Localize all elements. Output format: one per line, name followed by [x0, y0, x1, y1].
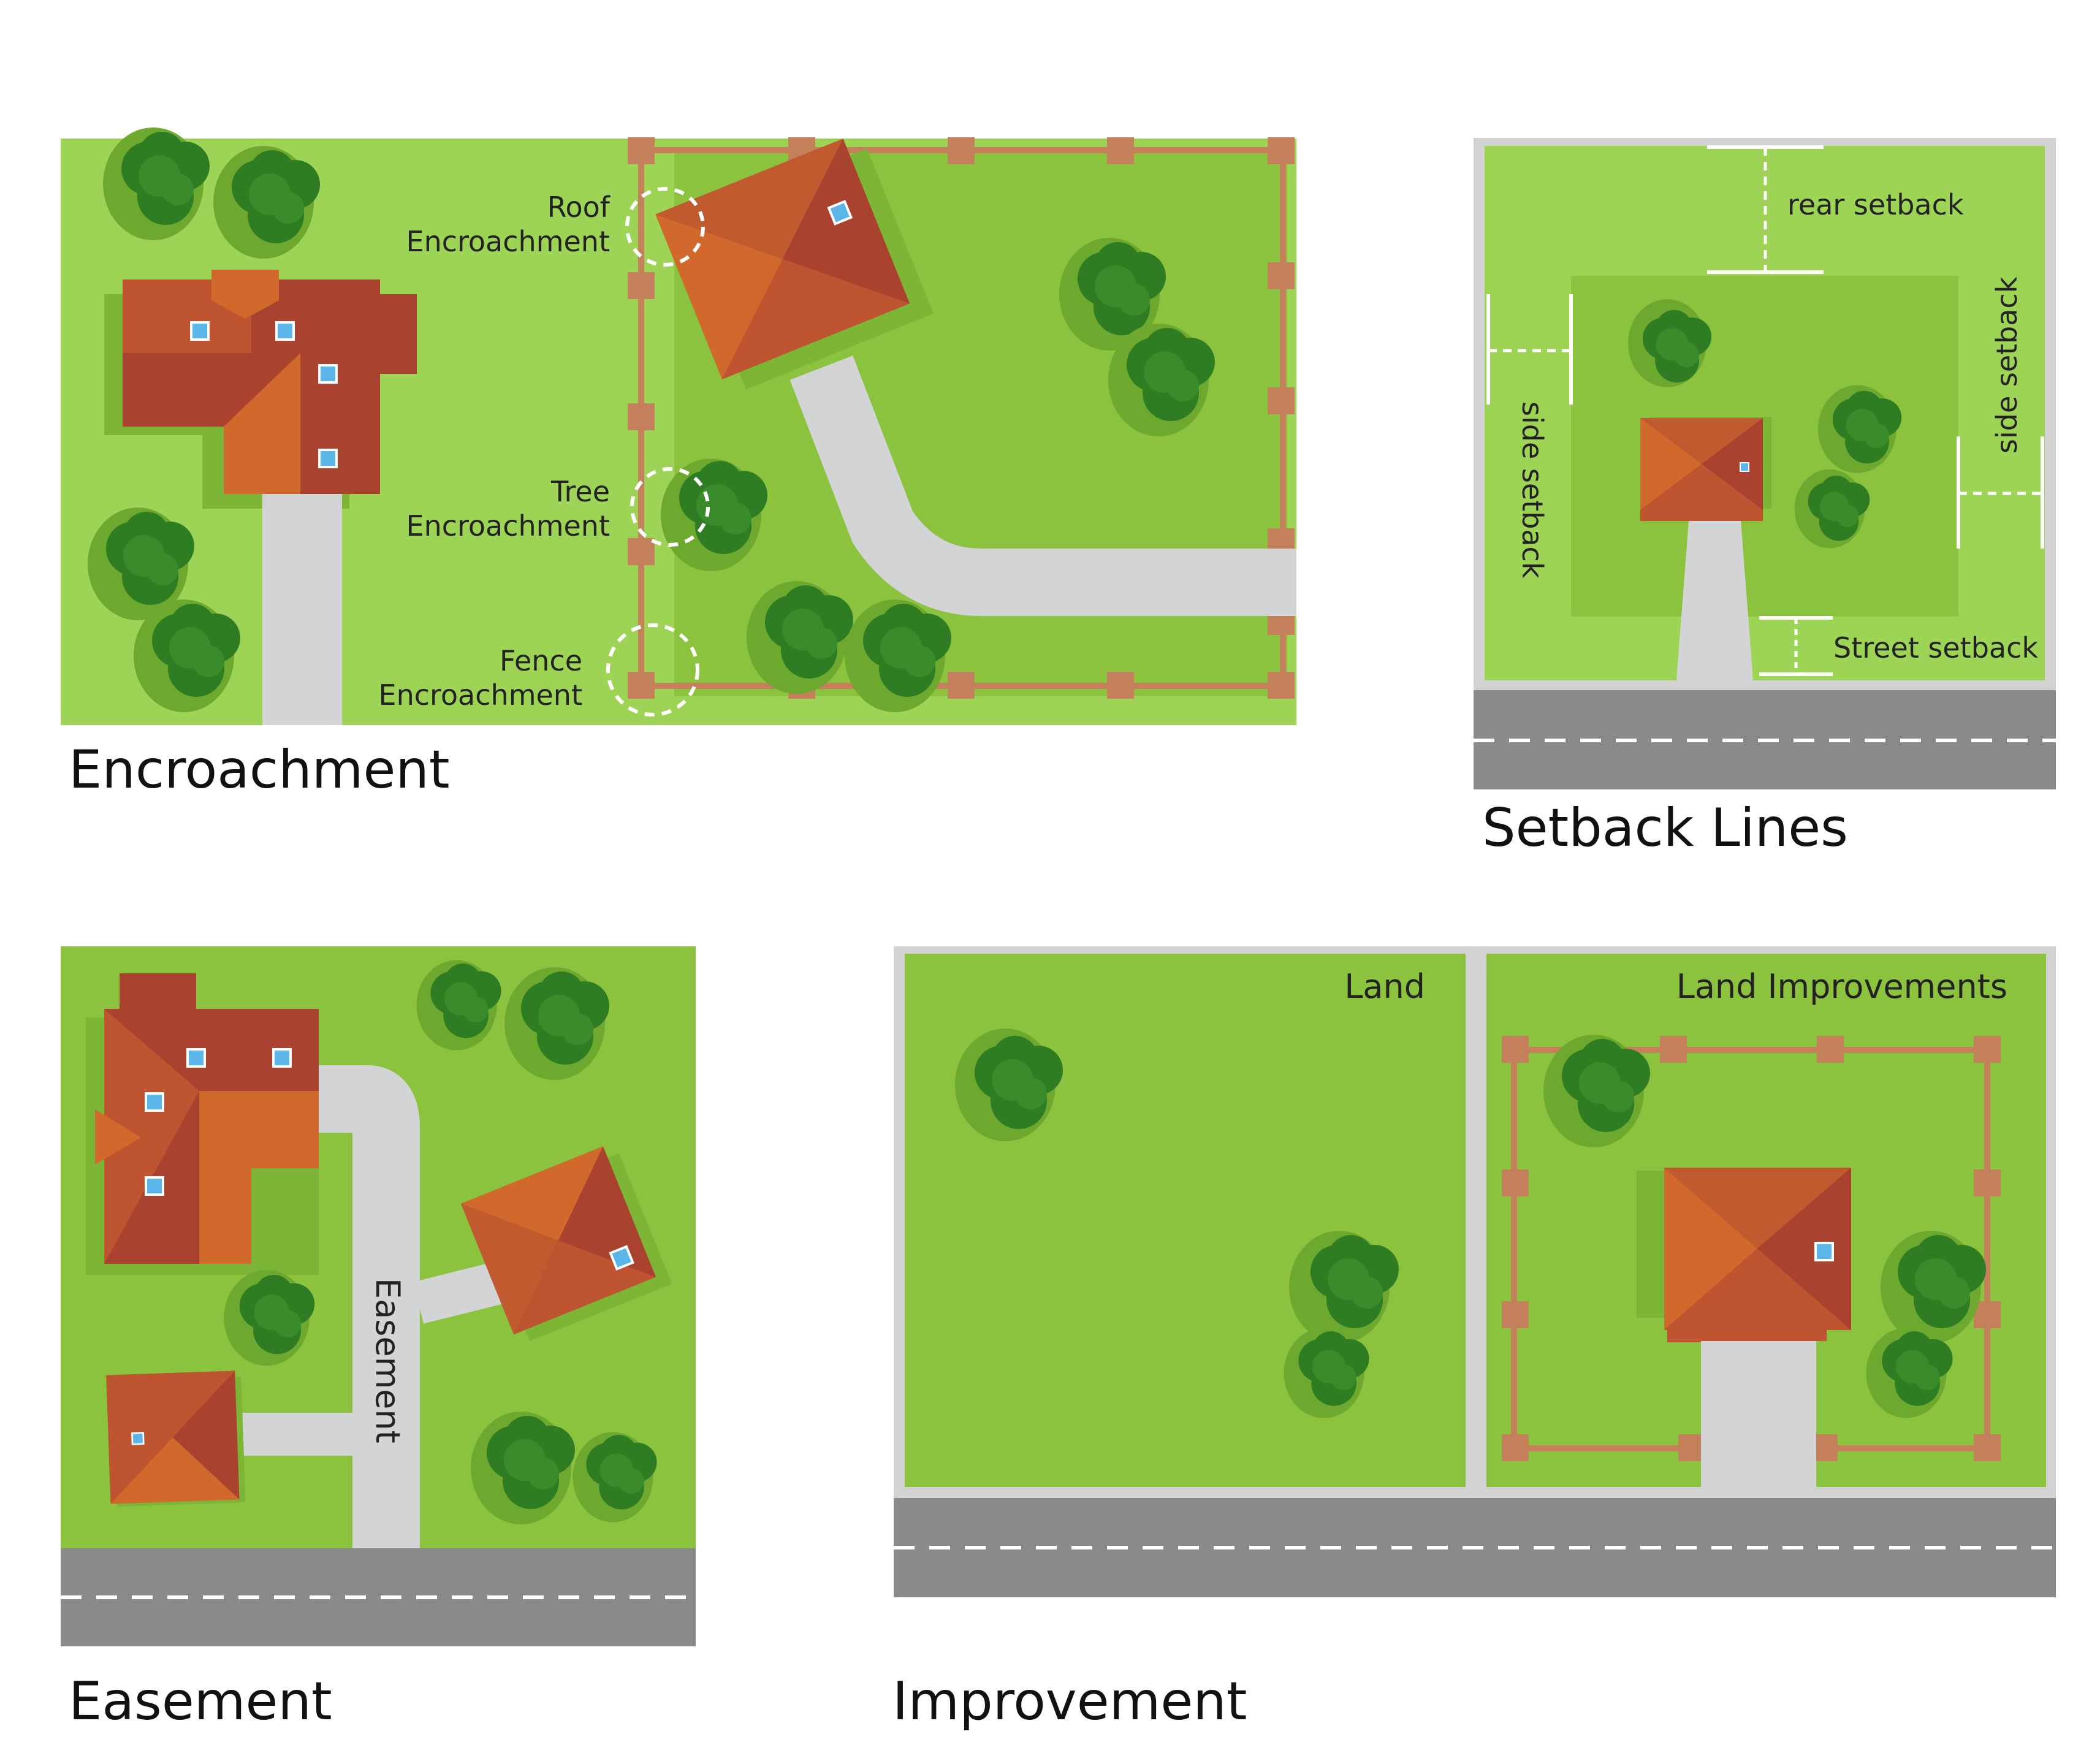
- easement-road: [61, 1548, 696, 1646]
- driveway-left: [262, 494, 342, 725]
- driveway-curve: [789, 355, 1296, 616]
- land-label: Land: [1344, 967, 1425, 1006]
- improvement-fence: [1502, 1036, 2001, 1461]
- side-setback-right-label: side setback: [1990, 276, 2023, 454]
- fence-label-line2: Encroachment: [379, 679, 583, 712]
- rear-setback-label: rear setback: [1787, 188, 1964, 221]
- roof-label-line1: Roof: [547, 191, 611, 224]
- improvement-driveway: [1701, 1341, 1816, 1487]
- skylight-icon: [1740, 462, 1749, 472]
- setback-driveway: [1676, 521, 1753, 680]
- tree-label-line2: Encroachment: [406, 509, 611, 542]
- fence-encroachment-circle: [606, 623, 699, 717]
- easement-house-rotated: [461, 1146, 672, 1342]
- skylight-icon: [275, 321, 295, 341]
- house-setback: [1640, 417, 1771, 521]
- chimney: [374, 294, 417, 374]
- land-improvements-label: Land Improvements: [1676, 967, 2007, 1006]
- easement-path-label: Easement: [368, 1278, 407, 1443]
- tree-encroachment-circle: [630, 467, 710, 547]
- roof-encroachment-circle: [625, 187, 705, 267]
- easement-panel: Easement Easement: [61, 946, 696, 1732]
- skylight-icon: [318, 364, 338, 384]
- encroachment-title: Encroachment: [69, 739, 450, 800]
- skylight-icon: [145, 1176, 164, 1196]
- roof-label-line2: Encroachment: [406, 225, 611, 258]
- fence: [628, 137, 1295, 699]
- skylight-icon: [190, 321, 210, 341]
- skylight-icon: [186, 1048, 206, 1068]
- easement-path: [319, 1065, 420, 1552]
- fence-label-line1: Fence: [500, 644, 582, 677]
- easement-house-large: [86, 973, 319, 1275]
- house-encroaching: [655, 139, 934, 390]
- skylight-icon: [1814, 1242, 1834, 1261]
- setback-panel: rear setback side setback side setback S…: [1474, 138, 2056, 859]
- skylight-icon: [272, 1048, 292, 1068]
- tree-label-line1: Tree: [550, 475, 610, 508]
- encroachment-panel: Roof Encroachment Tree Encroachment Fenc…: [61, 127, 1296, 800]
- setback-markers: [1486, 145, 2044, 676]
- improvement-house: [1637, 1168, 1851, 1342]
- easement-title: Easement: [69, 1671, 332, 1732]
- improvement-panel: Land Land Improvements Improvement: [892, 946, 2056, 1732]
- easement-path-branch-lower: [227, 1413, 398, 1456]
- street-setback-label: Street setback: [1833, 631, 2038, 664]
- house-left: [104, 270, 417, 509]
- skylight-icon: [318, 449, 338, 468]
- skylight-icon: [145, 1092, 164, 1112]
- improvement-title: Improvement: [892, 1671, 1247, 1732]
- side-setback-left-label: side setback: [1516, 401, 1549, 579]
- setback-title: Setback Lines: [1482, 797, 1848, 859]
- skylight-icon: [131, 1432, 145, 1445]
- easement-house-small: [106, 1371, 246, 1507]
